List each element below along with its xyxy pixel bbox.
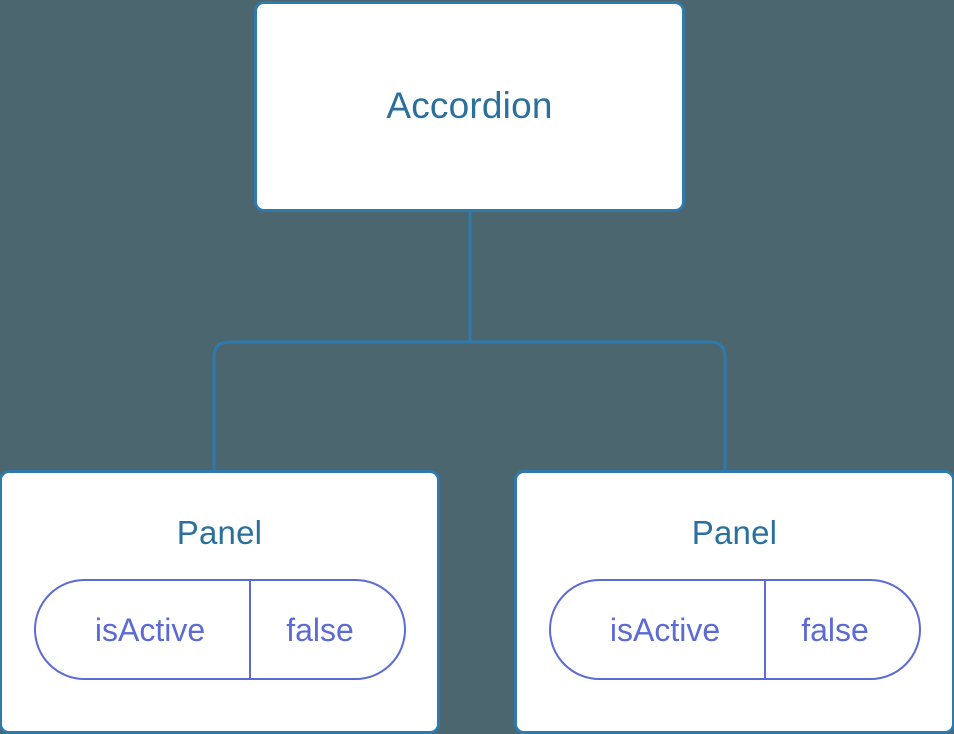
prop-pill-panel-1[interactable]: isActive false [33, 579, 406, 681]
node-panel-1-title: Panel [176, 514, 263, 551]
connector-branch-left [212, 340, 470, 472]
prop-key-isactive-2: isActive [551, 581, 766, 679]
node-panel-1[interactable]: Panel isActive false [0, 470, 440, 734]
node-panel-2[interactable]: Panel isActive false [514, 470, 954, 734]
connector-branch-right [470, 340, 727, 472]
prop-value-isactive-2: false [801, 611, 869, 648]
node-accordion-title: Accordion [386, 85, 553, 127]
prop-key-isactive-1: isActive [36, 581, 251, 679]
node-panel-2-title: Panel [691, 514, 778, 551]
node-accordion[interactable]: Accordion [254, 1, 685, 212]
prop-pill-panel-2[interactable]: isActive false [548, 579, 921, 681]
prop-value-isactive-1: false [286, 611, 354, 648]
